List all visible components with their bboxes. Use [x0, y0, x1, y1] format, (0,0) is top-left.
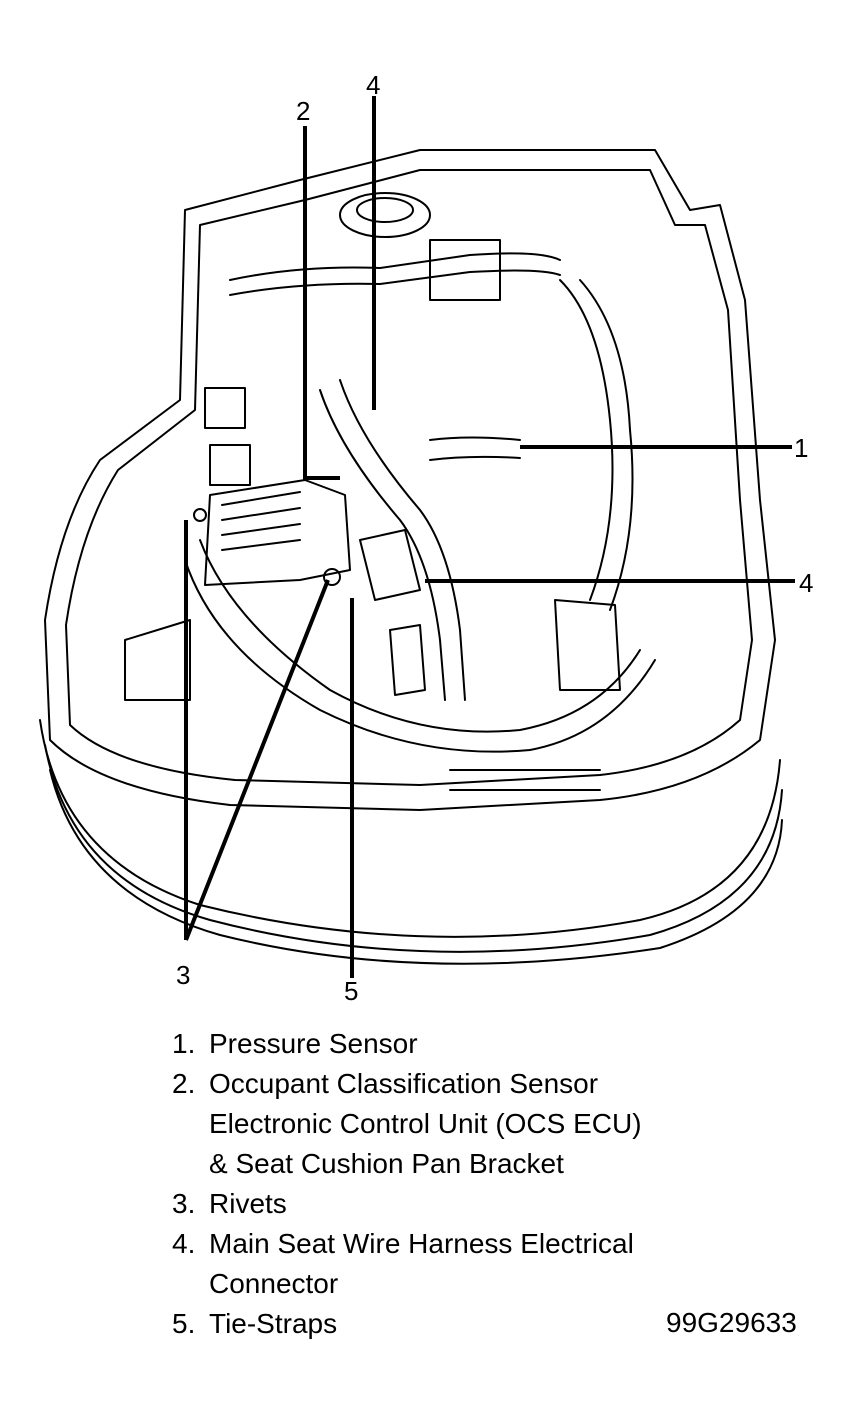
rivet: [323, 568, 341, 586]
legend-item: 3. Rivets: [172, 1184, 732, 1224]
pressure-sensor-tube: [429, 436, 521, 441]
legend-number: 4.: [172, 1228, 196, 1259]
bracket: [209, 444, 251, 486]
lower-plate: [124, 619, 191, 701]
legend-line: & Seat Cushion Pan Bracket: [209, 1148, 564, 1179]
legend-line: Rivets: [209, 1188, 287, 1219]
legend-line: Occupant Classification Sensor: [209, 1068, 599, 1099]
harness: [319, 389, 446, 701]
connector: [429, 239, 501, 301]
grommet: [339, 192, 431, 238]
legend-text: Pressure Sensor: [209, 1024, 732, 1064]
legend-number: 5.: [172, 1308, 196, 1339]
rivet: [193, 508, 207, 522]
legend-line: Connector: [209, 1268, 339, 1299]
legend-item: 4. Main Seat Wire Harness Electrical Con…: [172, 1224, 732, 1304]
legend-item: 5. Tie-Straps: [172, 1304, 732, 1344]
harness-connector: [359, 529, 421, 601]
legend-text: Main Seat Wire Harness Electrical Connec…: [209, 1224, 732, 1304]
legend-number: 1.: [172, 1028, 196, 1059]
seat-cushion-diagram: [39, 96, 795, 978]
callout-4-right: 4: [799, 568, 814, 598]
legend-line: Tie-Straps: [209, 1308, 338, 1339]
harness: [449, 769, 601, 791]
cushion-bottom-layer: [44, 744, 783, 953]
grommet: [356, 197, 414, 223]
harness: [184, 559, 656, 753]
legend-item: 2. Occupant Classification Sensor Electr…: [172, 1064, 732, 1184]
leader-line-2: [303, 126, 340, 480]
legend-text: Tie-Straps: [209, 1304, 732, 1344]
seat-pan-frame: [44, 149, 776, 811]
harness: [339, 379, 466, 701]
callout-5: 5: [344, 976, 359, 1006]
harness: [579, 279, 634, 611]
legend-number: 3.: [172, 1188, 196, 1219]
cushion-bottom-layer: [39, 719, 781, 938]
harness: [229, 252, 561, 281]
callout-4-top: 4: [366, 70, 381, 100]
legend: 1. Pressure Sensor 2. Occupant Classific…: [172, 1024, 732, 1344]
legend-number: 2.: [172, 1068, 196, 1099]
lower-clip: [389, 624, 426, 696]
figure-id: 99G29633: [666, 1307, 797, 1338]
legend-text: Rivets: [209, 1184, 732, 1224]
callout-2: 2: [296, 96, 311, 126]
leader-line-3b: [184, 579, 330, 941]
pressure-sensor-tube: [429, 455, 521, 461]
harness: [229, 269, 561, 296]
callout-3: 3: [176, 960, 191, 990]
lower-plate: [554, 599, 621, 691]
bracket: [204, 387, 246, 429]
legend-line: Electronic Control Unit (OCS ECU): [209, 1108, 642, 1139]
cushion-bottom-layer: [49, 769, 783, 965]
harness: [559, 279, 614, 601]
legend-text: Occupant Classification Sensor Electroni…: [209, 1064, 732, 1184]
callout-1: 1: [794, 433, 809, 463]
legend-line: Main Seat Wire Harness Electrical: [209, 1228, 634, 1259]
legend-item: 1. Pressure Sensor: [172, 1024, 732, 1064]
legend-line: Pressure Sensor: [209, 1028, 418, 1059]
harness: [199, 539, 641, 733]
ocs-ecu-detail: [221, 491, 301, 551]
